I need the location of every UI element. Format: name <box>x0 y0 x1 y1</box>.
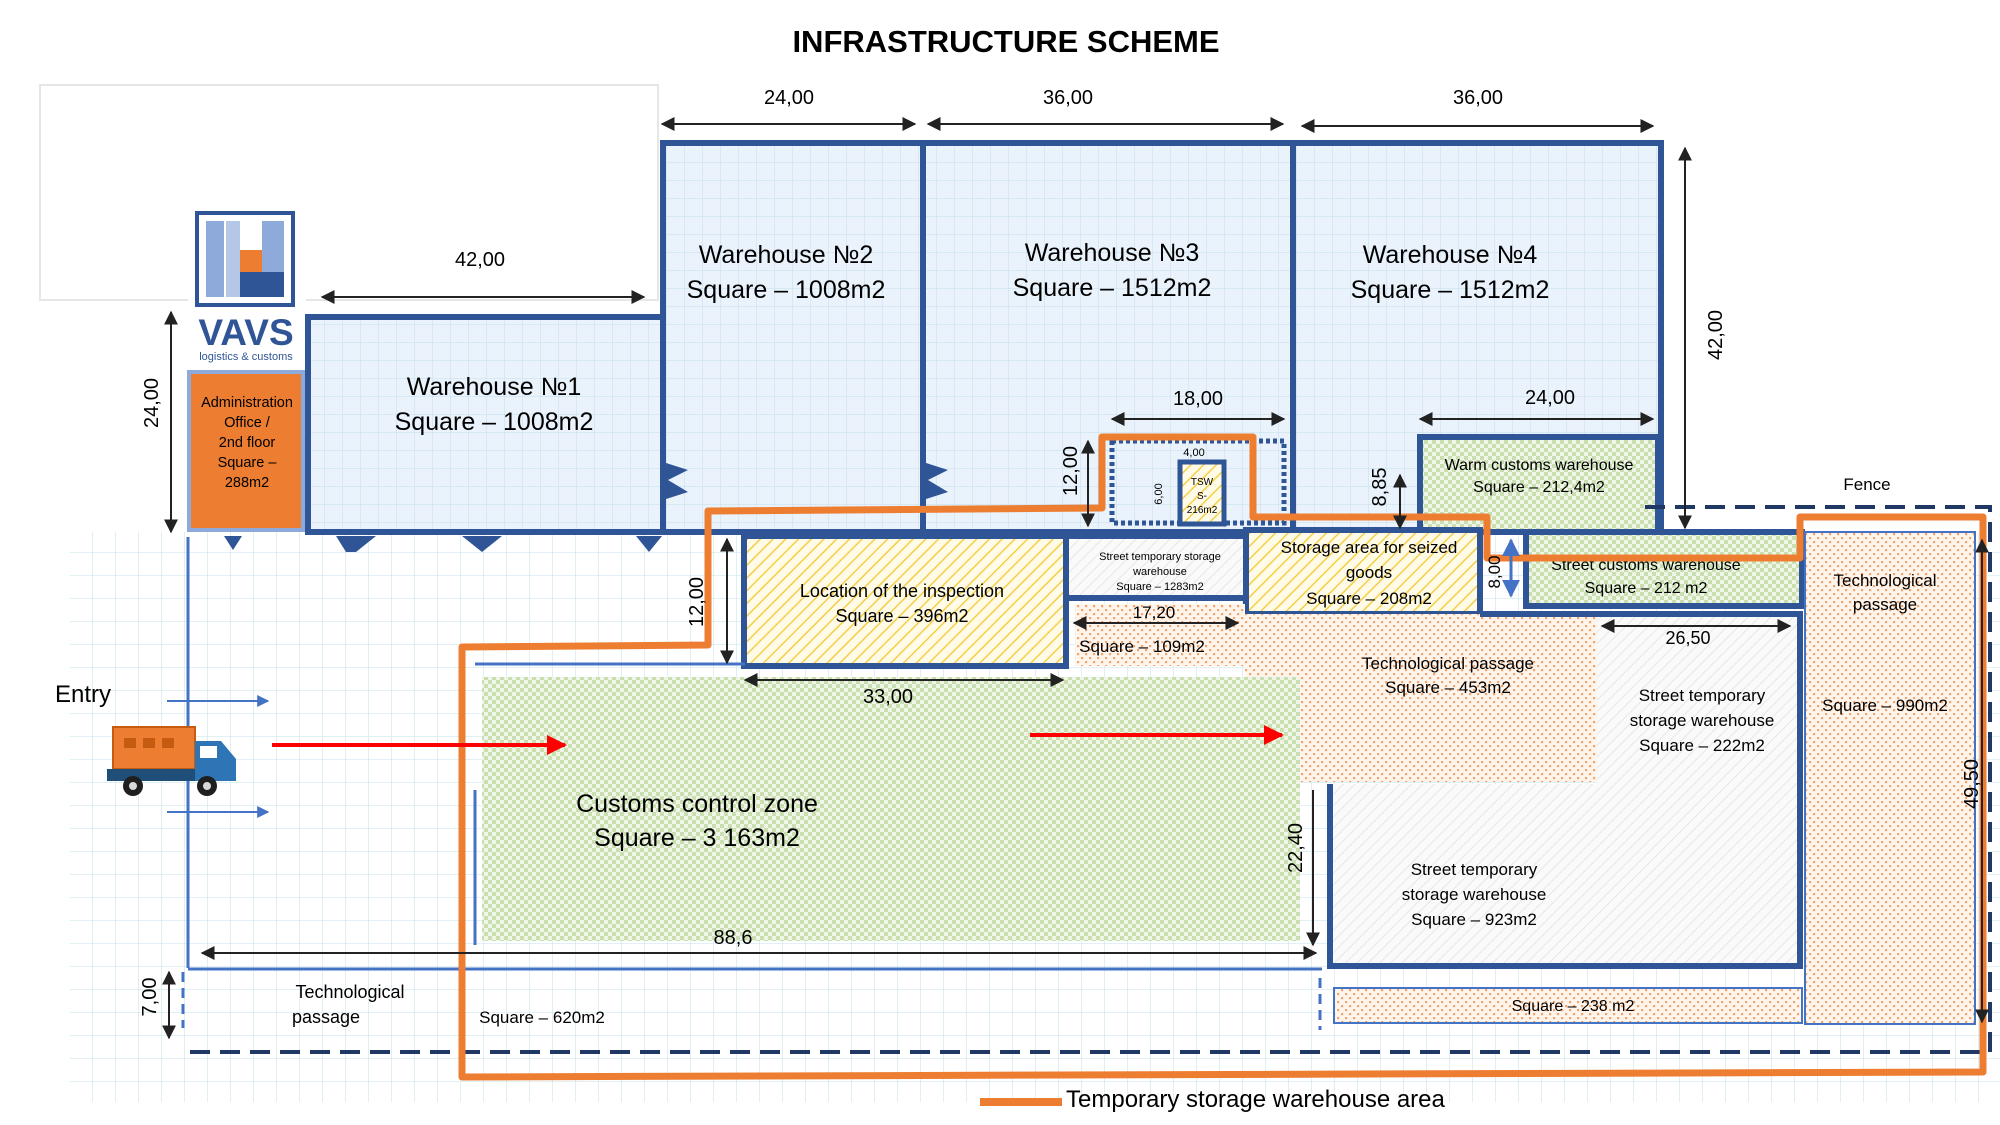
warehouse-4-area: Square – 1512m2 <box>1351 276 1550 304</box>
dim-24-top: 24,00 <box>764 87 814 109</box>
tech-right-label-3: Square – 990m2 <box>1822 696 1948 715</box>
dim-22-40: 22,40 <box>1285 823 1307 873</box>
warehouse-1-name: Warehouse №1 <box>407 373 582 401</box>
inspection-location <box>741 533 1069 669</box>
dim-36-left: 36,00 <box>1043 87 1093 109</box>
street-temp-storage-outline <box>1327 611 1803 969</box>
tech-right-label-2: passage <box>1853 595 1917 614</box>
street-customs-area: Square – 212 m2 <box>1585 580 1708 597</box>
tsw-label-1: TSW <box>1191 477 1214 488</box>
dim-26-50: 26,50 <box>1665 628 1710 648</box>
dim-42-right: 42,00 <box>1705 310 1727 360</box>
warehouse-3-area: Square – 1512m2 <box>1013 274 1212 302</box>
warehouse-2-area: Square – 1008m2 <box>687 276 886 304</box>
customs-control-zone <box>482 677 1300 941</box>
technological-passage-middle <box>1245 614 1597 782</box>
warm-warehouse-area: Square – 212,4m2 <box>1473 479 1605 496</box>
street-temp-storage-body <box>1332 614 1800 966</box>
dim-6: 6,00 <box>1153 483 1165 504</box>
fence-label: Fence <box>1843 475 1890 494</box>
seized-label-3: Square – 208m2 <box>1306 589 1432 608</box>
dim-24-left: 24,00 <box>141 378 163 428</box>
street-small-label-3: Square – 1283m2 <box>1116 581 1203 593</box>
warehouse-3-name: Warehouse №3 <box>1025 239 1200 267</box>
dim-36-right: 36,00 <box>1453 87 1503 109</box>
seized-label-2: goods <box>1346 563 1392 582</box>
legend-label: Temporary storage warehouse area <box>1066 1086 1446 1113</box>
entry-label: Entry <box>55 681 111 708</box>
area-109 <box>1075 604 1245 666</box>
tech-bottom-label-2: passage <box>292 1007 360 1027</box>
tech-mid-name: Technological passage <box>1362 654 1534 673</box>
truck-icon <box>107 726 236 796</box>
dim-12-upper: 12,00 <box>1060 446 1082 496</box>
dim-4: 4,00 <box>1183 447 1204 459</box>
inspection-name: Location of the inspection <box>800 581 1004 601</box>
dim-8-85: 8,85 <box>1369 468 1391 507</box>
vavs-logo: VAVS logistics & customs <box>188 195 306 367</box>
dim-42-top: 42,00 <box>455 249 505 271</box>
customs-control-area: Square – 3 163m2 <box>594 824 800 852</box>
admin-label-2: Office / <box>224 415 271 431</box>
inspection-area: Square – 396m2 <box>835 606 968 626</box>
dim-49-50: 49,50 <box>1961 759 1983 809</box>
administration-office <box>187 370 305 532</box>
customs-control-name: Customs control zone <box>576 790 818 818</box>
area-238-label: Square – 238 m2 <box>1512 998 1635 1015</box>
dimension-lines <box>162 117 1989 1040</box>
warehouse-3 <box>920 140 1296 535</box>
area-620-label: Square – 620m2 <box>479 1008 605 1027</box>
tsw-label-2: S- <box>1197 491 1207 502</box>
admin-label-4: Square – <box>218 455 278 471</box>
seized-goods-storage <box>1243 527 1483 617</box>
warehouse-1-area: Square – 1008m2 <box>395 408 594 436</box>
dim-8: 8,00 <box>1485 555 1504 588</box>
dim-12-lower: 12,00 <box>686 577 708 627</box>
street923-label-2: storage warehouse <box>1402 885 1547 904</box>
empty-frame <box>39 84 659 301</box>
admin-label-1: Administration <box>201 395 293 411</box>
seized-label-1: Storage area for seized <box>1281 538 1458 557</box>
dim-18: 18,00 <box>1173 388 1223 410</box>
street-customs-warehouse <box>1523 529 1805 609</box>
dim-7: 7,00 <box>139 978 161 1017</box>
temporary-storage-boundary <box>458 433 1987 1081</box>
warehouse-4-name: Warehouse №4 <box>1363 241 1538 269</box>
warehouse-2-name: Warehouse №2 <box>699 241 874 269</box>
tech-mid-area: Square – 453m2 <box>1385 678 1511 697</box>
warm-warehouse-name: Warm customs warehouse <box>1445 457 1634 474</box>
tech-right-label-1: Technological <box>1833 571 1936 590</box>
street-small-label-1: Street temporary storage <box>1099 551 1221 563</box>
fence-line <box>185 505 1992 1054</box>
street222-label-2: storage warehouse <box>1630 711 1775 730</box>
area-238 <box>1333 987 1803 1024</box>
dim-33: 33,00 <box>863 686 913 708</box>
street222-label-1: Street temporary <box>1639 686 1766 705</box>
area-109-label: Square – 109m2 <box>1079 637 1205 656</box>
dim-24-inner: 24,00 <box>1525 387 1575 409</box>
dim-17-20: 17,20 <box>1133 603 1176 622</box>
admin-label-3: 2nd floor <box>219 435 276 451</box>
technological-passage-right <box>1804 531 1976 1025</box>
tech-bottom-label-1: Technological <box>295 982 404 1002</box>
street923-label-3: Square – 923m2 <box>1411 910 1537 929</box>
dim-88-6: 88,6 <box>714 927 753 949</box>
logo-tagline: logistics & customs <box>199 351 293 363</box>
admin-label-5: 288m2 <box>225 475 269 491</box>
logo-brand: VAVS <box>198 312 293 353</box>
tsw-box <box>1177 459 1227 527</box>
warehouse-1 <box>305 314 666 535</box>
warehouse-2 <box>660 140 926 535</box>
street-small-label-2: warehouse <box>1132 566 1187 578</box>
page-title: INFRASTRUCTURE SCHEME <box>792 24 1219 59</box>
tsw-label-3: 216m2 <box>1187 505 1218 516</box>
street923-label-1: Street temporary <box>1411 860 1538 879</box>
street222-label-3: Square – 222m2 <box>1639 736 1765 755</box>
